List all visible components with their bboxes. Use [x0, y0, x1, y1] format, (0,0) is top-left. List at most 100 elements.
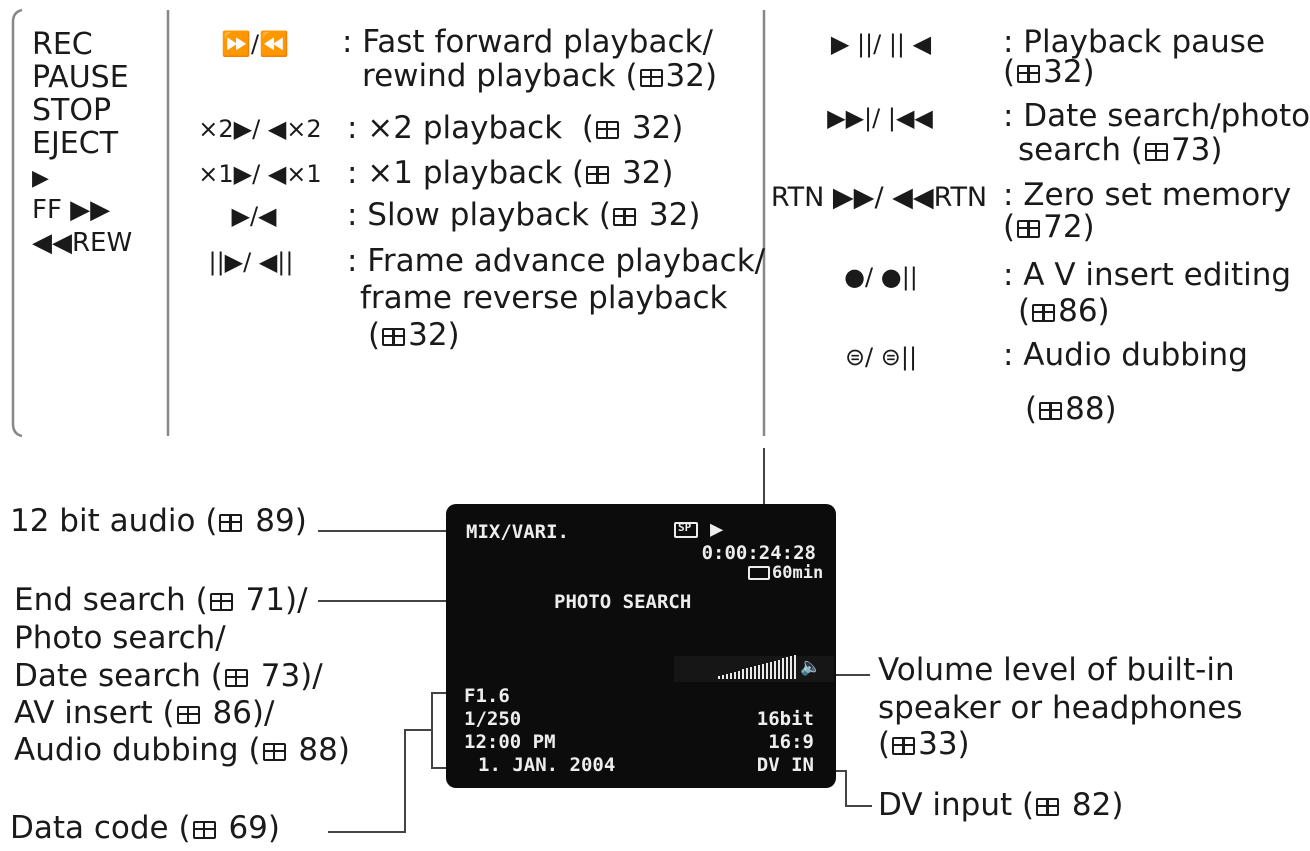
volume-bar — [770, 661, 772, 679]
volume-bar — [722, 674, 724, 679]
clock-time: 12:00 PM — [464, 731, 556, 753]
book-icon — [262, 743, 286, 761]
volume-bar — [782, 658, 784, 679]
volume-bar — [794, 655, 796, 679]
x1-playback-icon: ×1▶/ ◀×1 — [198, 160, 322, 188]
sp-badge: SP — [674, 521, 698, 538]
play-icon: ▶ — [710, 517, 724, 542]
volume-bars — [718, 655, 798, 682]
callout-av-insert: AV insert ( 86)/ — [14, 695, 275, 731]
slow-playback-icon: ▶/◀ — [231, 202, 277, 230]
volume-bar — [754, 666, 756, 679]
label-play: ▶ — [32, 166, 49, 191]
callout-volume-3: (33) — [878, 726, 970, 762]
book-icon — [595, 121, 619, 139]
book-icon — [209, 593, 233, 611]
tape-remaining: 60min — [772, 563, 824, 583]
label-stop: STOP — [32, 93, 112, 128]
x2-symbol: ×2▶/ ◀×2 — [184, 113, 336, 146]
label-rec: REC — [32, 27, 93, 62]
lcd-screen: MIX/VARI. SP ▶ 0:00:24:28 60min PHOTO SE… — [446, 504, 836, 788]
label-pause: PAUSE — [32, 60, 129, 95]
av-insert-desc-1: : A V insert editing — [1003, 257, 1292, 293]
book-icon — [1032, 304, 1056, 322]
book-icon — [639, 69, 663, 87]
dv-in-label: DV IN — [756, 754, 814, 776]
bit-depth: 16bit — [756, 708, 814, 730]
pause-desc-2: (32) — [1003, 54, 1095, 90]
volume-bar — [746, 668, 748, 679]
callout-photo-search: Photo search/ — [14, 620, 226, 656]
record-icon: ●/ ●|| — [844, 263, 918, 291]
book-icon — [224, 669, 248, 687]
ff-rew-icon: ⏩/⏪ — [221, 30, 289, 58]
audio-dub-icon: ⊜/ ⊜|| — [844, 343, 918, 371]
av-insert-desc-2: (86) — [1018, 293, 1110, 329]
ff-rew-symbol: ⏩/⏪ — [196, 28, 314, 61]
volume-bar — [718, 676, 720, 679]
tape-icon — [748, 566, 770, 580]
book-icon — [192, 821, 216, 839]
zero-set-desc-1: : Zero set memory — [1003, 177, 1292, 213]
callout-audio-dubbing: Audio dubbing ( 88) — [14, 732, 350, 768]
volume-bar — [778, 659, 780, 679]
aperture: F1.6 — [464, 685, 510, 707]
frame-symbol: ||▶/ ◀|| — [196, 246, 306, 279]
x1-desc: : ×1 playback ( 32) — [347, 155, 674, 191]
callout-data-code: Data code ( 69) — [10, 810, 280, 846]
date-search-desc-1: : Date search/photo — [1003, 98, 1310, 134]
sp-text: SP — [678, 521, 692, 534]
photo-search-label: PHOTO SEARCH — [554, 591, 692, 613]
book-icon — [1017, 220, 1041, 238]
zero-set-desc-2: (72) — [1003, 209, 1095, 245]
label-ff: FF ▶▶ — [32, 195, 111, 225]
frame-desc-1: : Frame advance playback/ — [347, 243, 766, 279]
volume-bar — [726, 673, 728, 679]
av-insert-symbol: ●/ ●|| — [836, 261, 926, 294]
volume-bar — [766, 662, 768, 679]
label-eject: EJECT — [32, 126, 119, 161]
book-icon — [1017, 65, 1041, 83]
skip-icon: ▶▶|/ |◀◀ — [827, 104, 933, 132]
ff-rew-desc-1: : Fast forward playback/ — [342, 24, 713, 60]
volume-bar — [734, 671, 736, 679]
book-icon — [586, 166, 610, 184]
speaker-icon: 🔈 — [800, 657, 822, 677]
volume-bar — [774, 660, 776, 679]
volume-bar — [758, 665, 760, 679]
mix-vari-label: MIX/VARI. — [466, 521, 569, 543]
book-icon — [1144, 143, 1168, 161]
volume-bar — [750, 667, 752, 679]
callout-volume-2: speaker or headphones — [878, 690, 1243, 726]
volume-bar — [738, 670, 740, 679]
shutter-speed: 1/250 — [464, 708, 522, 730]
volume-meter: 🔈 — [674, 655, 834, 682]
book-icon — [1039, 402, 1063, 420]
slow-symbol: ▶/◀ — [206, 200, 302, 233]
ff-rew-desc-2: rewind playback (32) — [362, 58, 718, 94]
pause-desc-1: : Playback pause — [1003, 24, 1266, 60]
volume-bar — [762, 663, 764, 679]
volume-bar — [742, 669, 744, 679]
audio-dub-symbol: ⊜/ ⊜|| — [836, 341, 926, 374]
frame-desc-2: frame reverse playback — [360, 280, 728, 316]
book-icon — [382, 328, 406, 346]
book-icon — [219, 514, 243, 532]
volume-bar — [786, 657, 788, 679]
frame-advance-icon: ||▶/ ◀|| — [208, 248, 294, 276]
aspect-ratio: 16:9 — [768, 731, 814, 753]
book-icon — [892, 737, 916, 755]
playback-pause-icon: ▶ ||/ || ◀ — [830, 30, 932, 58]
date-search-desc-2: search (73) — [1018, 132, 1223, 168]
callout-dv-input: DV input ( 82) — [878, 787, 1124, 823]
callout-volume-1: Volume level of built-in — [878, 652, 1235, 688]
volume-bar — [790, 656, 792, 679]
audio-dub-desc-1: : Audio dubbing — [1003, 337, 1248, 373]
book-icon — [176, 706, 200, 724]
pause-symbol: ▶ ||/ || ◀ — [816, 28, 946, 61]
zero-set-symbol: RTN ▶▶/ ◀◀RTN — [766, 181, 992, 214]
date: 1. JAN. 2004 — [478, 754, 616, 776]
callout-date-search: Date search ( 73)/ — [14, 658, 323, 694]
timecode: 0:00:24:28 — [701, 542, 816, 564]
